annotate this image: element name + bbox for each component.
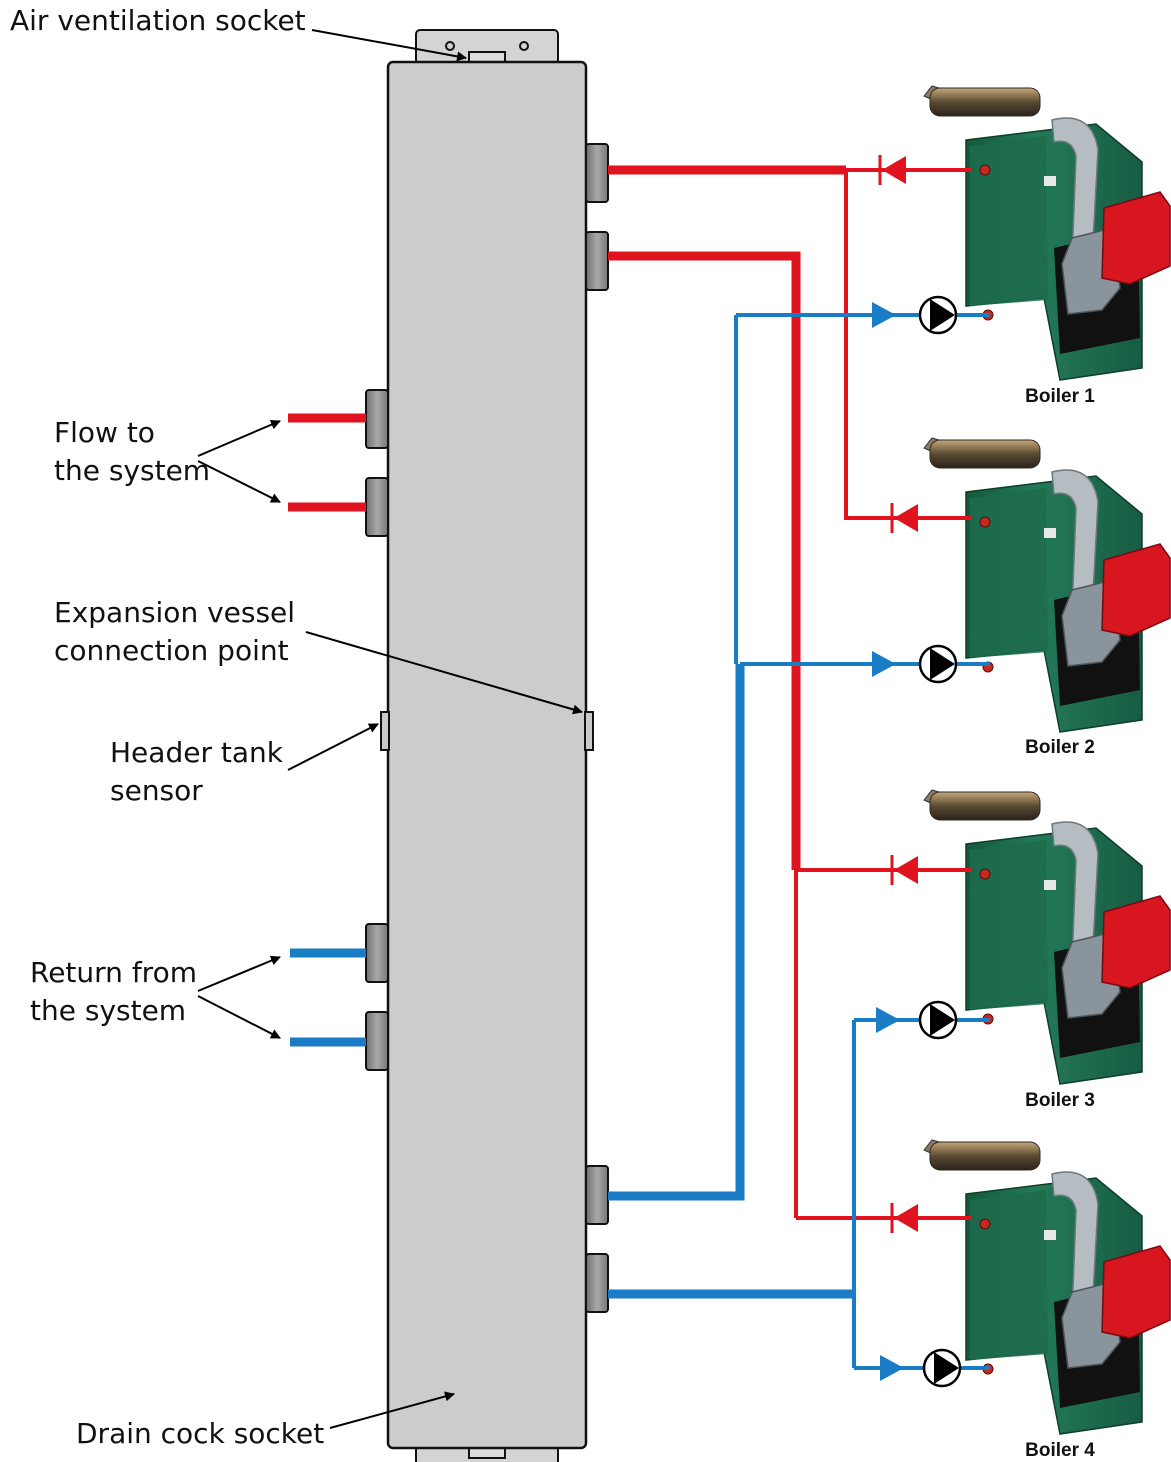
burner [1101, 191, 1171, 285]
header-tank [365, 29, 609, 1462]
flow-direction-arrow [880, 1355, 904, 1381]
pump-icon [918, 644, 958, 684]
fittings [872, 155, 962, 1388]
system-pipes [288, 413, 366, 1047]
boiler-flow-socket-2 [585, 231, 609, 291]
flue-pipe [929, 87, 1041, 117]
labels: Air ventilation socket Flow to the syste… [10, 4, 1095, 1461]
return-label-line2: the system [30, 994, 186, 1027]
burner [1101, 543, 1171, 637]
flow-direction-arrow [872, 651, 896, 677]
flue-pipe [929, 1141, 1041, 1171]
return-arrow-2 [197, 995, 281, 1039]
flow-direction-arrow [876, 1007, 900, 1033]
flue-pipe [929, 439, 1041, 469]
return-manifold-a [608, 664, 745, 1201]
return-label-line1: Return from [30, 956, 197, 989]
annotation-arrows [197, 29, 583, 1429]
expansion-label-line2: connection point [54, 634, 289, 667]
flow-socket-1 [365, 389, 389, 449]
boiler-1-label: Boiler 1 [1025, 386, 1095, 407]
return-arrow-1 [197, 955, 281, 992]
burner [1101, 1245, 1171, 1339]
header-sensor-label-line2: sensor [110, 774, 203, 807]
flow-manifold-b [608, 251, 801, 870]
return-socket-1 [365, 923, 389, 983]
pump-icon [918, 295, 958, 335]
expansion-arrow [305, 631, 583, 715]
header-sensor-arrow [287, 723, 379, 771]
flow-label-line1: Flow to [54, 416, 155, 449]
check-valve-icon [878, 155, 906, 185]
flow-arrow-2 [197, 460, 281, 503]
check-valve-icon [890, 855, 918, 885]
expansion-vessel-connection [584, 711, 594, 751]
flue-pipe [929, 791, 1041, 821]
boiler-2 [923, 437, 1171, 733]
boiler-4 [923, 1139, 1171, 1435]
boiler-flow-pipes [608, 165, 972, 1220]
flow-manifold-a-riser [844, 170, 880, 520]
boiler-1 [923, 85, 1171, 381]
pump-icon [922, 1348, 962, 1388]
drain-cock-arrow [329, 1391, 455, 1429]
boiler-3 [923, 789, 1171, 1085]
boiler-return-socket-1 [585, 1165, 609, 1225]
header-sensor-label-line1: Header tank [110, 736, 284, 769]
return-socket-2 [365, 1011, 389, 1071]
flow-direction-arrow [872, 302, 896, 328]
boilers [923, 85, 1171, 1435]
boiler-4-label: Boiler 4 [1025, 1440, 1095, 1461]
boiler-3-label: Boiler 3 [1025, 1090, 1095, 1111]
air-ventilation-label: Air ventilation socket [10, 4, 306, 37]
pump-icon [918, 1000, 958, 1040]
burner [1101, 895, 1171, 989]
expansion-label-line1: Expansion vessel [54, 596, 295, 629]
boiler-return-socket-2 [585, 1253, 609, 1313]
flow-label-line2: the system [54, 454, 210, 487]
check-valve-icon [890, 1203, 918, 1233]
header-tank-sensor [380, 711, 390, 751]
drain-cock-label: Drain cock socket [76, 1417, 324, 1450]
boiler-flow-socket-1 [585, 143, 609, 203]
boiler-2-label: Boiler 2 [1025, 737, 1095, 758]
flow-socket-2 [365, 477, 389, 537]
flow-arrow-1 [197, 419, 281, 457]
air-vent-arrow [311, 29, 467, 62]
header-tank-body [386, 60, 588, 1450]
top-bracket [415, 29, 559, 65]
check-valve-icon [890, 503, 918, 533]
